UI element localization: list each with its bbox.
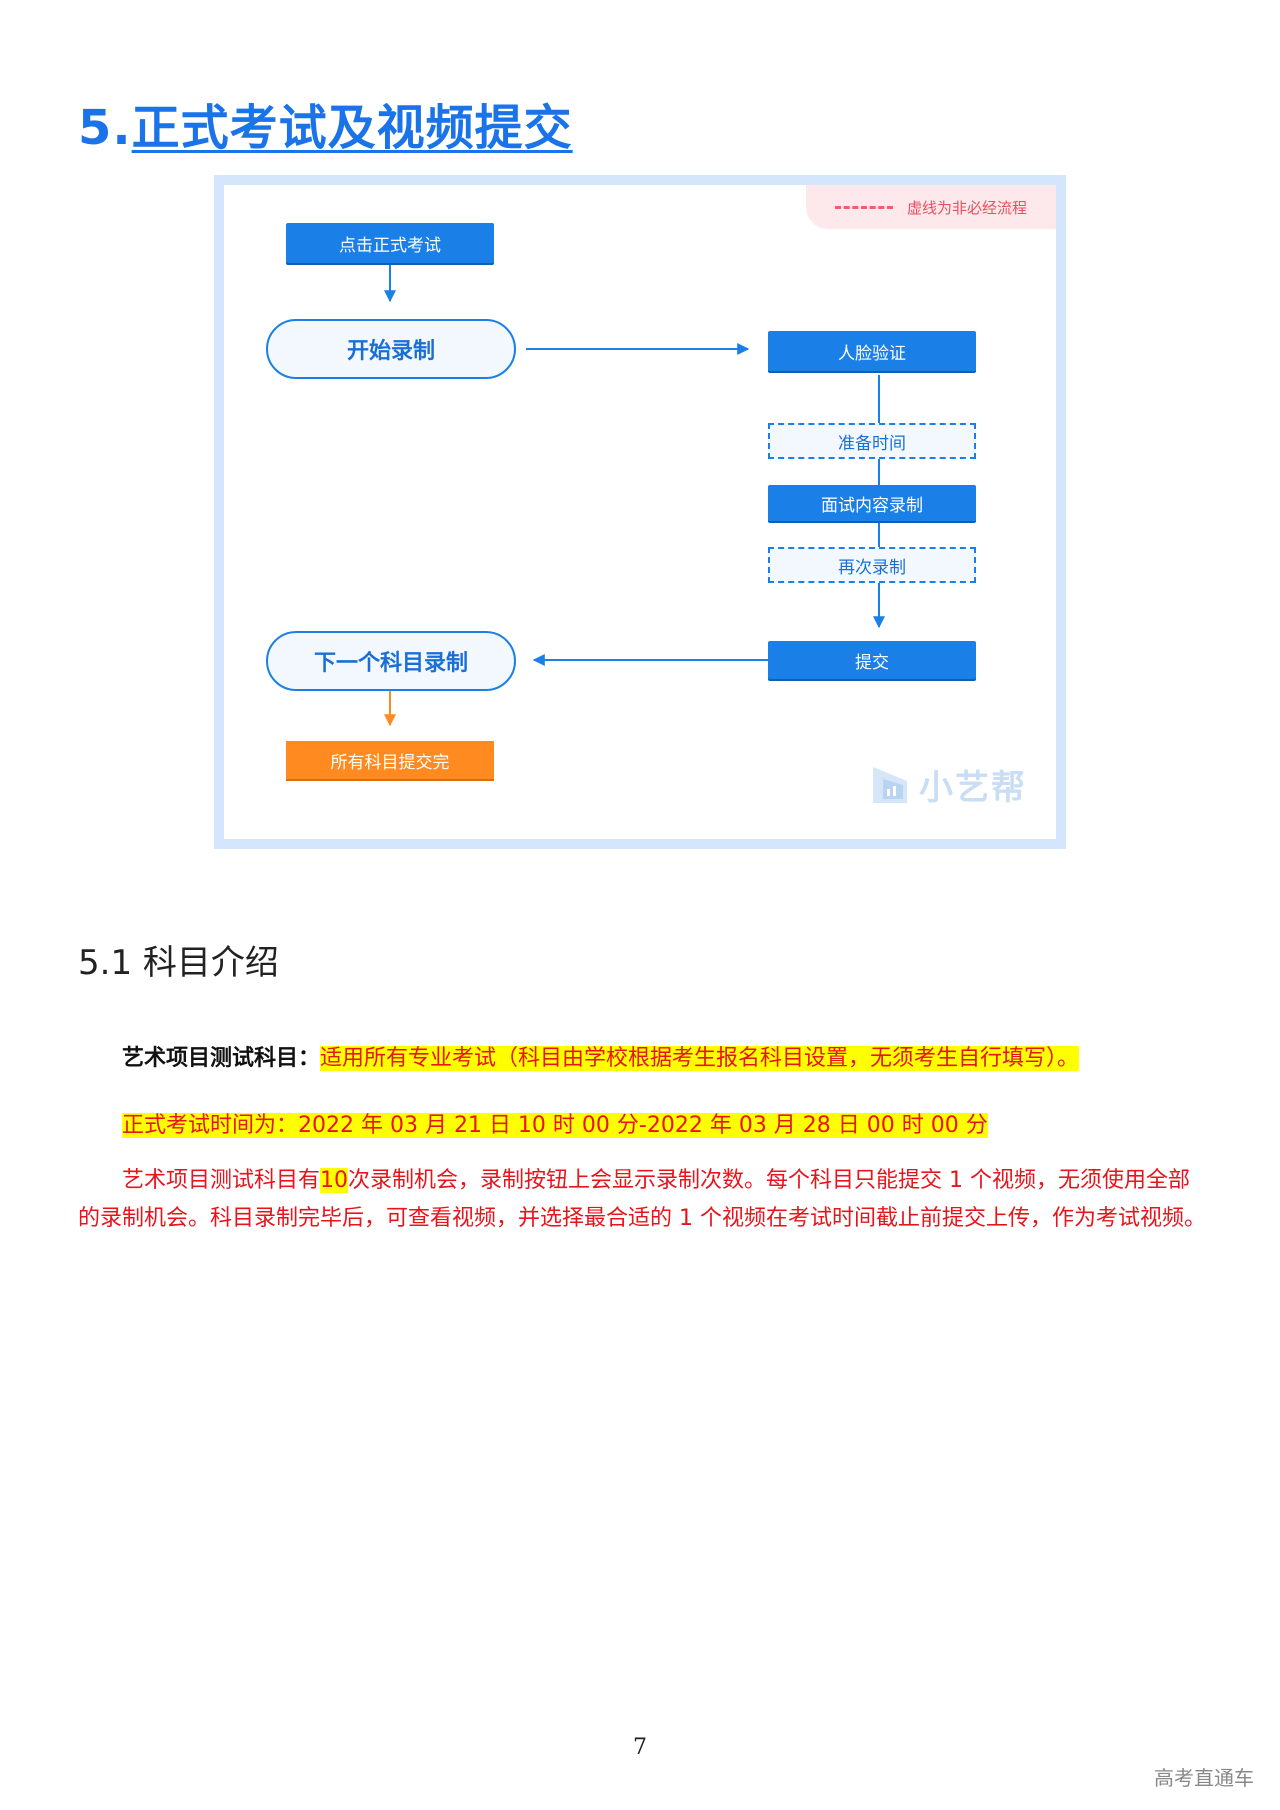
node-prep-time: 准备时间 [768, 423, 976, 459]
subject-label: 艺术项目测试科目： [122, 1046, 321, 1071]
node-submit: 提交 [768, 641, 976, 679]
title-number: 5. [78, 100, 132, 156]
subject-line: 艺术项目测试科目：适用所有专业考试（科目由学校根据考生报名科目设置，无须考生自行… [122, 1040, 1080, 1078]
flow-arrows [384, 261, 885, 727]
recording-count: 10 [320, 1168, 349, 1193]
title-text: 正式考试及视频提交 [131, 100, 573, 156]
node-face-verify: 人脸验证 [768, 331, 976, 371]
para-after: 次录制机会，录制按钮上会显示录制次数。每个科目只能提交 1 个视频，无须使用全部… [78, 1168, 1206, 1231]
node-all-done: 所有科目提交完 [286, 741, 494, 779]
legend-text: 虚线为非必经流程 [906, 198, 1027, 217]
para-before: 艺术项目测试科目有 [122, 1168, 321, 1193]
subject-desc: 适用所有专业考试（科目由学校根据考生报名科目设置，无须考生自行填写）。 [320, 1046, 1080, 1071]
node-start-record: 开始录制 [266, 319, 516, 379]
dashed-line-sample [834, 205, 893, 209]
page-title: 5.正式考试及视频提交 [78, 88, 573, 158]
node-content-record: 面试内容录制 [768, 485, 976, 521]
exam-time-line: 正式考试时间为：2022 年 03 月 21 日 10 时 00 分-2022 … [122, 1107, 988, 1145]
watermark: 小艺帮 [869, 760, 1027, 809]
section-title: 5.1 科目介绍 [78, 943, 279, 983]
xiaoyibang-logo-icon [873, 766, 907, 803]
node-next-subject: 下一个科目录制 [266, 631, 516, 691]
flowchart: 虚线为非必经流程 点击正式考试 开始录制 人脸验证 准备时间 面试内容录制 再次… [214, 175, 1066, 849]
flowchart-legend: 虚线为非必经流程 [806, 185, 1056, 229]
node-re-record: 再次录制 [768, 547, 976, 583]
node-click-exam: 点击正式考试 [286, 223, 494, 263]
exam-time: 正式考试时间为：2022 年 03 月 21 日 10 时 00 分-2022 … [122, 1113, 988, 1138]
recording-paragraph: 艺术项目测试科目有10次录制机会，录制按钮上会显示录制次数。每个科目只能提交 1… [78, 1162, 1208, 1238]
page-number: 7 [633, 1735, 647, 1760]
watermark-text: 小艺帮 [919, 768, 1027, 808]
site-watermark: 高考直通车 [1154, 1766, 1254, 1790]
